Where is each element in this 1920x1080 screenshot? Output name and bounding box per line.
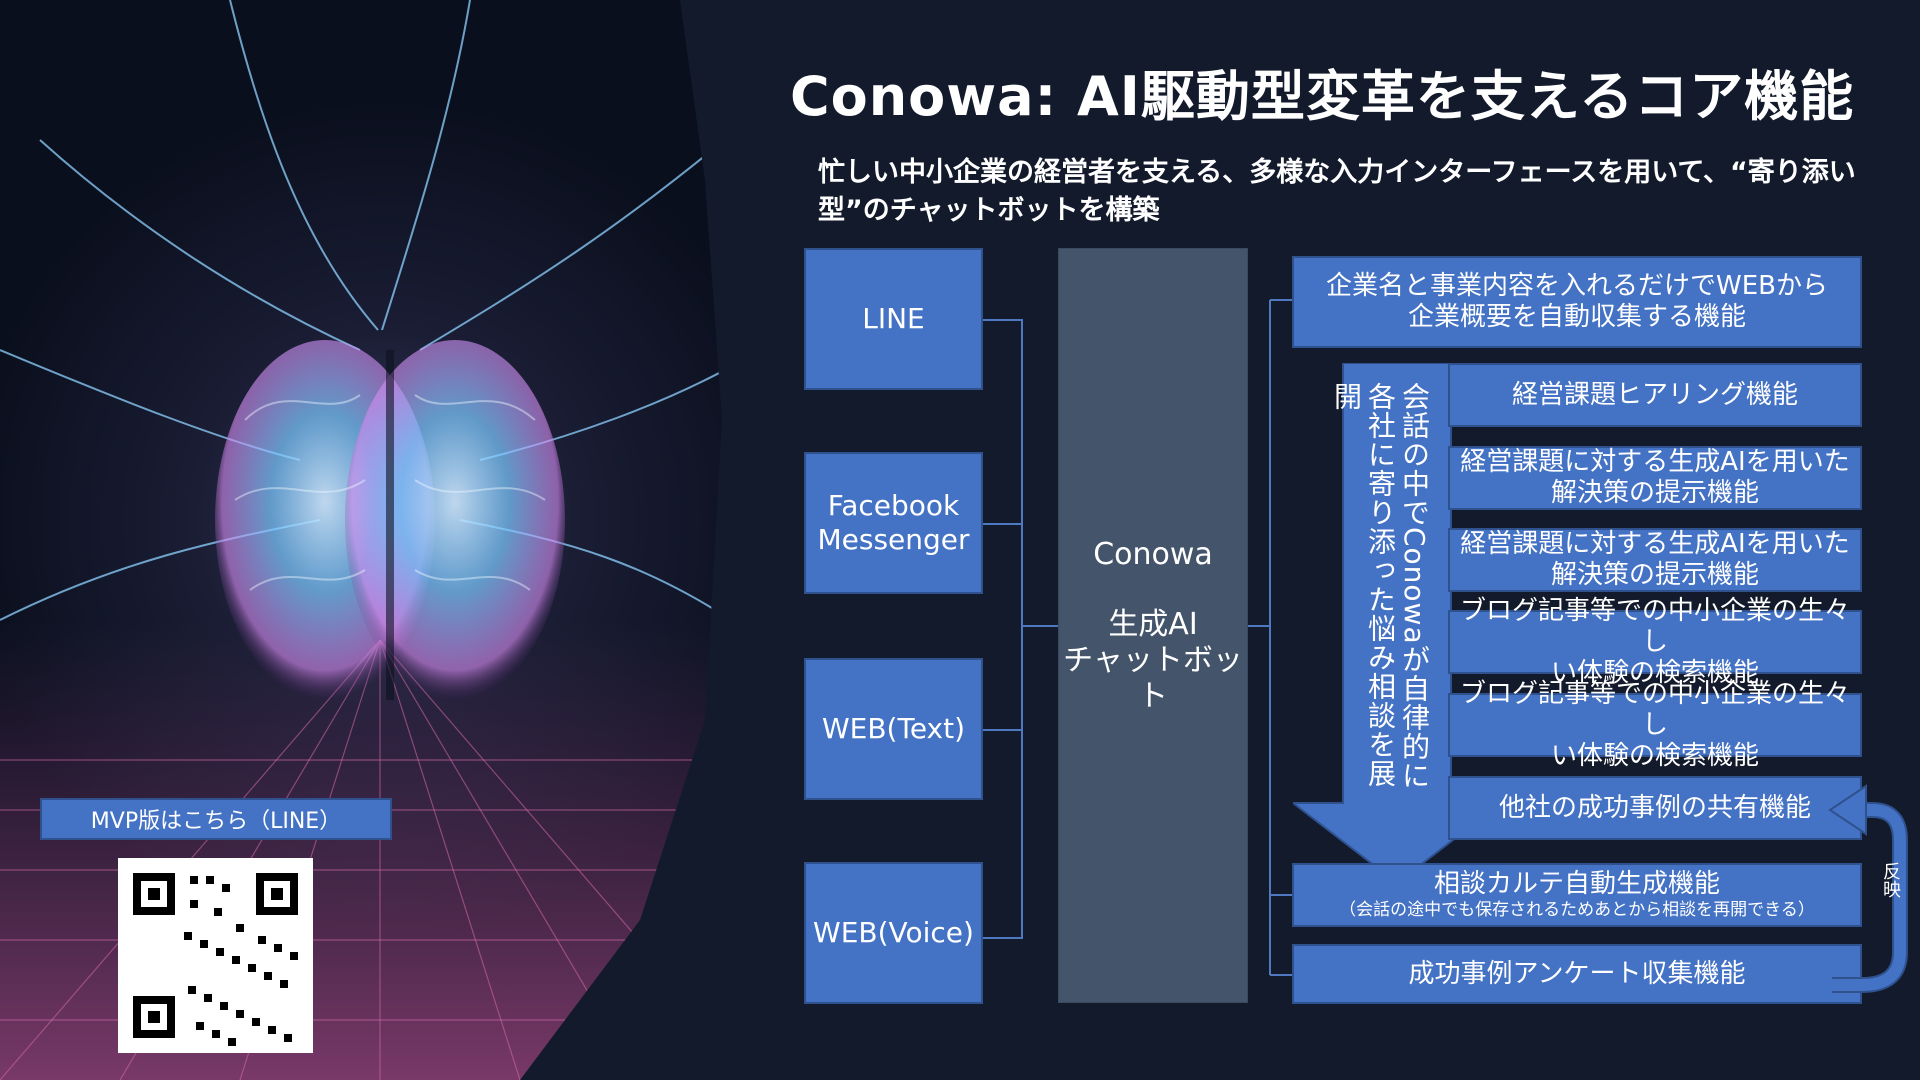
- input-web-text-box: WEB(Text): [804, 658, 983, 800]
- feature-success-share-text: 他社の成功事例の共有機能: [1498, 792, 1811, 823]
- reflect-label: 反映: [1880, 862, 1901, 898]
- input-line-box: LINE: [804, 248, 983, 390]
- conowa-core-box: Conowa 生成AI チャットボット: [1058, 248, 1248, 1003]
- input-web-voice-box: WEB(Voice): [804, 862, 983, 1004]
- arrow-vertical-text: 会話の中でConowaが自律的に各社に寄り添った悩み相談を展開: [1330, 382, 1431, 790]
- feature-blog-text-1: ブログ記事等での中小企業の生々し い体験の検索機能: [1459, 595, 1850, 688]
- feature-auto-collect-box: 企業名と事業内容を入れるだけでWEBから 企業概要を自動収集する機能: [1292, 256, 1862, 348]
- feature-karte-note: （会話の途中でも保存されるためあとから相談を再開できる）: [1339, 900, 1815, 920]
- feature-solution-box-2: 経営課題に対する生成AIを用いた 解決策の提示機能: [1448, 528, 1862, 592]
- slide-title: Conowa: AI駆動型変革を支えるコア機能: [790, 65, 1855, 128]
- feature-hearing-box: 経営課題ヒアリング機能: [1448, 363, 1862, 427]
- feature-blog-box-1: ブログ記事等での中小企業の生々し い体験の検索機能: [1448, 596, 1862, 688]
- mvp-label-box[interactable]: MVP版はこちら（LINE）: [40, 798, 392, 840]
- feature-auto-collect-text: 企業名と事業内容を入れるだけでWEBから 企業概要を自動収集する機能: [1326, 271, 1828, 332]
- qr-code-graphic: [118, 858, 313, 1053]
- feedback-loop-arrow: [1828, 784, 1908, 993]
- input-web-text-label: WEB(Text): [821, 712, 966, 745]
- input-facebook-messenger-box: Facebook Messenger: [804, 452, 983, 594]
- qr-code[interactable]: [118, 858, 313, 1053]
- input-web-voice-label: WEB(Voice): [813, 916, 974, 949]
- brain-illustration: [0, 0, 722, 1080]
- feature-survey-text: 成功事例アンケート収集機能: [1408, 958, 1746, 989]
- input-facebook-messenger-label: Facebook Messenger: [817, 489, 970, 556]
- input-line-label: LINE: [862, 302, 925, 335]
- feature-blog-text-2: ブログ記事等での中小企業の生々し い体験の検索機能: [1459, 678, 1850, 771]
- feature-solution-text-1: 経営課題に対する生成AIを用いた 解決策の提示機能: [1460, 447, 1850, 508]
- core-type-line1: 生成AI: [1108, 606, 1198, 642]
- brain-hero-image: MVP版はこちら（LINE）: [0, 0, 722, 1080]
- core-type-line2: チャットボット: [1063, 642, 1243, 714]
- feature-solution-text-2: 経営課題に対する生成AIを用いた 解決策の提示機能: [1460, 529, 1850, 590]
- core-name: Conowa: [1093, 536, 1213, 572]
- feature-karte-title: 相談カルテ自動生成機能: [1433, 869, 1720, 899]
- feature-karte-box: 相談カルテ自動生成機能 （会話の途中でも保存されるためあとから相談を再開できる）: [1292, 863, 1862, 927]
- feature-hearing-text: 経営課題ヒアリング機能: [1511, 379, 1798, 410]
- mvp-label-text: MVP版はこちら（LINE）: [90, 809, 342, 834]
- feature-survey-box: 成功事例アンケート収集機能: [1292, 944, 1862, 1004]
- feature-blog-box-2: ブログ記事等での中小企業の生々し い体験の検索機能: [1448, 679, 1862, 771]
- down-arrow: [1293, 363, 1483, 885]
- feature-success-share-box: 他社の成功事例の共有機能: [1448, 776, 1862, 840]
- slide-subtitle: 忙しい中小企業の経営者を支える、多様な入力インターフェースを用いて、“寄り添い型…: [818, 157, 1856, 226]
- feature-solution-box-1: 経営課題に対する生成AIを用いた 解決策の提示機能: [1448, 446, 1862, 510]
